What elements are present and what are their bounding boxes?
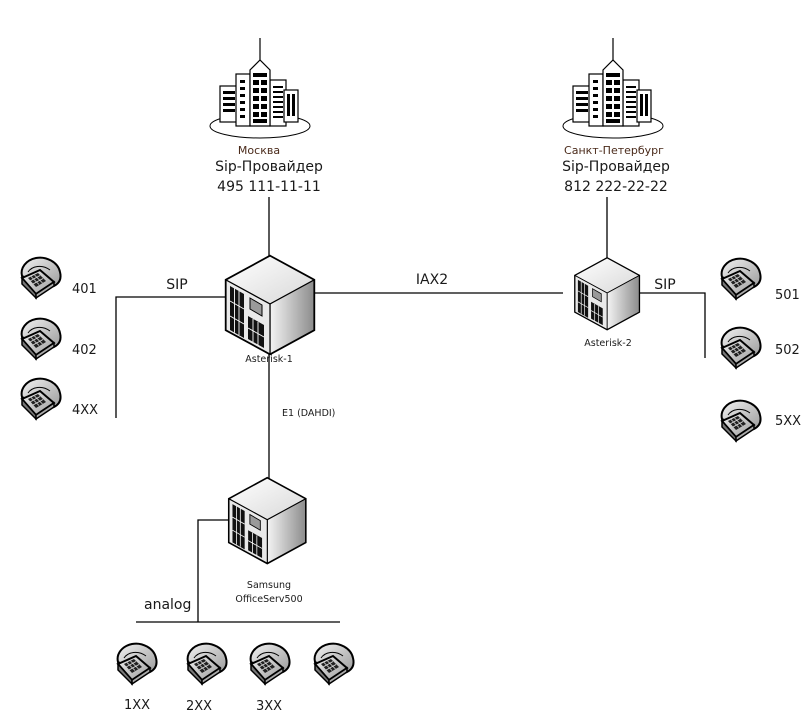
link-label-iax2: IAX2 [416,272,448,288]
provider-city-moscow: Москва [238,144,280,157]
phone-icon-501 [720,257,762,300]
phone-icon-402 [20,317,62,360]
extension-label-501: 501 [775,288,800,303]
asterisk-2-label: Asterisk-2 [584,338,632,349]
link-label-sip-right: SIP [654,277,675,293]
phone-icon-401 [20,256,62,299]
phone-icon-4xx [20,377,62,420]
extension-label-1xx: 1XX [124,698,150,713]
phone-icon-5xx [720,399,762,442]
spb-building-icon [562,37,664,139]
provider-city-spb: Санкт-Петербург [564,144,664,157]
asterisk-1-server-icon[interactable] [224,254,316,356]
extension-label-402: 402 [72,343,97,358]
asterisk-2-server-icon[interactable] [574,257,641,331]
wire-sip-right [640,292,706,358]
phone-icon-502 [720,326,762,369]
wire-sip-left [115,296,225,418]
extension-label-2xx: 2XX [186,699,212,714]
link-label-sip-left: SIP [166,277,187,293]
extension-label-502: 502 [775,343,800,358]
extension-label-401: 401 [72,282,97,297]
phone-icon-2xx [186,642,228,685]
extension-label-3xx: 3XX [256,699,282,714]
moscow-building-icon [209,37,311,139]
provider-type-spb: Sip-Провайдер [562,159,670,175]
asterisk-1-label: Asterisk-1 [245,354,293,365]
phone-icon-3xx [249,642,291,685]
extension-label-4xx: 4XX [72,403,98,418]
extension-label-5xx: 5XX [775,414,801,429]
samsung-pbx-server-icon[interactable] [227,476,307,565]
samsung-label-line1: Samsung [247,580,291,591]
link-label-analog: analog [144,597,191,613]
samsung-label-line2: OfficeServ500 [235,594,302,605]
provider-number-moscow: 495 111-11-11 [217,179,321,195]
phone-icon-1xx [116,642,158,685]
wire-analog [197,519,230,622]
link-label-e1: E1 (DAHDI) [282,408,335,419]
phone-icon-extra [313,642,355,685]
provider-type-moscow: Sip-Провайдер [215,159,323,175]
provider-number-spb: 812 222-22-22 [564,179,668,195]
